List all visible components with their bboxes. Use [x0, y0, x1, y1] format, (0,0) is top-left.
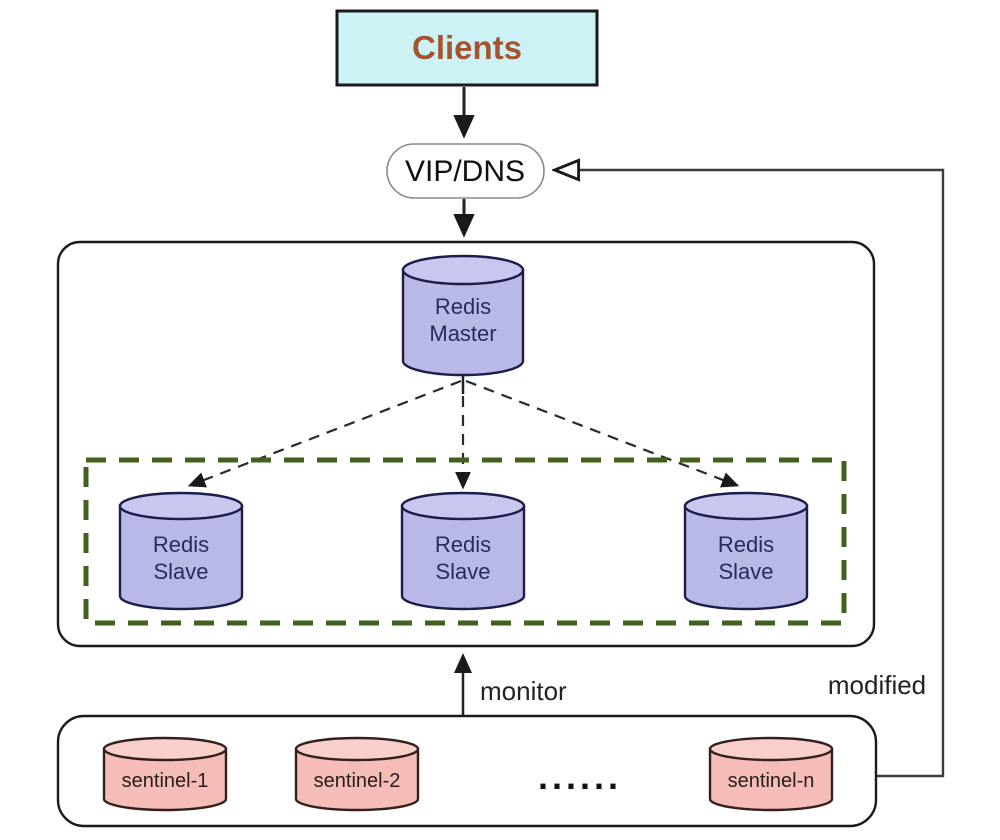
master-to-slave1-arrow: [187, 379, 462, 488]
redis-master-label-line1: Redis: [435, 294, 491, 319]
redis-slave2-cylinder: Redis Slave: [400, 491, 526, 611]
redis-slave3-top: [683, 491, 809, 521]
redis-slave3-label-line1: Redis: [718, 532, 774, 557]
sentinel1-label: sentinel-1: [122, 770, 209, 792]
redis-slave3-body: [683, 504, 809, 611]
clients-label: Clients: [412, 29, 522, 66]
clients-box: [335, 9, 599, 87]
modified-label: modified: [828, 670, 926, 700]
sentinel-n-body: [708, 747, 834, 812]
sentinel-n-label: sentinel-n: [728, 770, 815, 792]
redis-master-label-line2: Master: [429, 321, 496, 346]
sentinel1-cylinder: sentinel-1: [102, 736, 228, 812]
slaves-group-boundary: [83, 457, 847, 626]
redis-master-top: [401, 254, 525, 286]
vip-dns-label: VIP/DNS: [405, 155, 525, 188]
modified-line: [557, 170, 945, 778]
sentinel-ellipsis: ......: [538, 756, 622, 797]
monitor-label: monitor: [480, 676, 567, 706]
redis-slave1-body: [118, 504, 244, 611]
sentinel-n-cylinder: sentinel-n: [708, 736, 834, 812]
sentinel2-body: [294, 747, 420, 812]
redis-slave2-top: [400, 491, 526, 521]
redis-master-body: [401, 268, 525, 377]
vip-dns-node: VIP/DNS: [386, 143, 545, 199]
redis-slave2-body: [400, 504, 526, 611]
redis-slave2-label-line2: Slave: [435, 559, 490, 584]
redis-slave3-cylinder: Redis Slave: [683, 491, 809, 611]
redis-slave1-label-line1: Redis: [153, 532, 209, 557]
sentinel2-cylinder: sentinel-2: [294, 736, 420, 812]
master-to-slave3-arrow: [465, 379, 740, 488]
vip-dns-pill: [386, 143, 545, 199]
sentinel1-body: [102, 747, 228, 812]
redis-slave1-cylinder: Redis Slave: [118, 491, 244, 611]
sentinel2-top: [294, 736, 420, 762]
clients-node: Clients: [335, 9, 599, 87]
sentinel-n-top: [708, 736, 834, 762]
redis-slave1-label-line2: Slave: [153, 559, 208, 584]
sentinel2-label: sentinel-2: [314, 770, 401, 792]
redis-cluster-box: [56, 240, 876, 648]
sentinels-box: [56, 714, 878, 828]
redis-slave2-label-line1: Redis: [435, 532, 491, 557]
redis-slave3-label-line2: Slave: [718, 559, 773, 584]
redis-slave1-top: [118, 491, 244, 521]
redis-master-cylinder: Redis Master: [401, 254, 525, 377]
sentinel1-top: [102, 736, 228, 762]
